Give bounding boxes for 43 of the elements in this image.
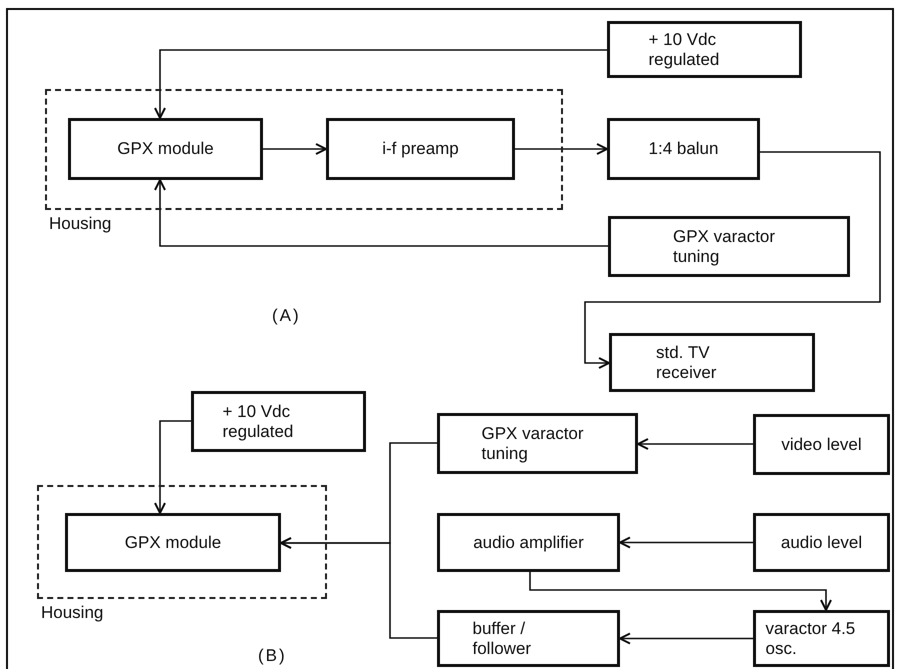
block-box: [326, 118, 515, 180]
block-box: [753, 513, 890, 572]
arrow: [154, 420, 191, 514]
block-box: [607, 21, 802, 78]
panel-label: (A): [272, 306, 301, 326]
block-label: + 10 Vdc regulated: [222, 402, 294, 442]
block-box: [607, 118, 760, 180]
block-label: GPX module: [116, 139, 215, 159]
block-box: [68, 118, 263, 180]
arrow: [584, 151, 881, 369]
block-box: [609, 333, 815, 392]
block-label: std. TV receiver: [655, 342, 718, 382]
arrow: [154, 179, 608, 247]
block-label: + 10 Vdc regulated: [648, 30, 720, 70]
block-box: [437, 610, 620, 667]
arrow: [619, 632, 753, 644]
block-label: buffer / follower: [472, 618, 532, 658]
block-box: [437, 413, 638, 474]
block-box: [753, 610, 890, 667]
block-box: [191, 391, 366, 452]
arrow: [280, 537, 437, 639]
block-box: [753, 414, 890, 475]
arrow: [263, 143, 327, 155]
block-box: [608, 216, 850, 277]
arrow: [154, 49, 607, 119]
block-label: GPX varactor tuning: [480, 424, 585, 464]
block-label: GPX module: [124, 532, 222, 552]
block-label: i-f preamp: [381, 139, 460, 159]
block-label: audio level: [780, 532, 864, 552]
panel-label: (B): [258, 646, 287, 666]
arrow: [529, 572, 832, 611]
arrow: [619, 536, 753, 548]
arrow: [637, 438, 753, 450]
block-label: video level: [780, 434, 863, 454]
block-label: audio amplifier: [472, 532, 585, 552]
arrow: [515, 143, 608, 155]
housing-label: Housing: [49, 214, 112, 234]
block-box: [65, 513, 281, 572]
housing-label: Housing: [41, 603, 104, 623]
block-label: GPX varactor tuning: [672, 226, 776, 266]
block-box: [437, 513, 620, 572]
block-label: 1:4 balun: [648, 139, 720, 159]
block-label: varactor 4.5 osc.: [764, 618, 856, 658]
